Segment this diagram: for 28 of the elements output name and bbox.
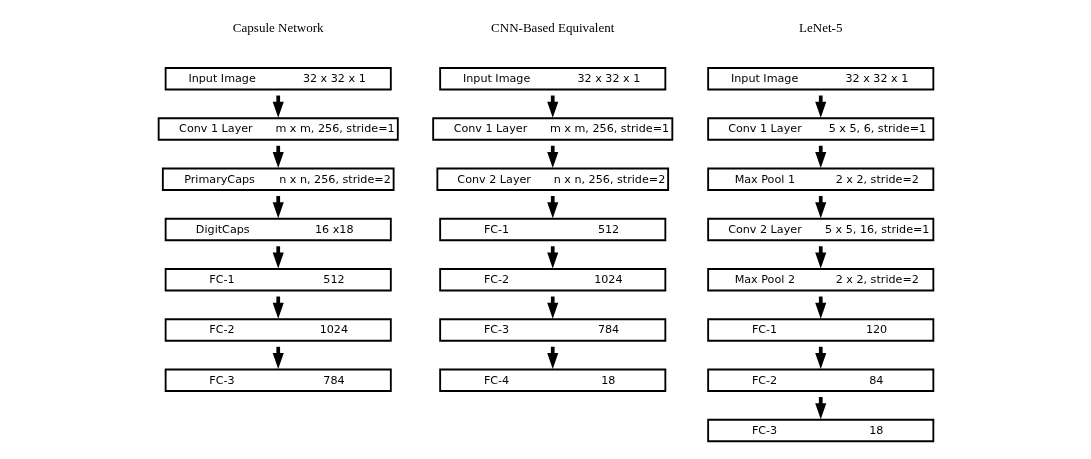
arrow <box>814 246 826 269</box>
arrow <box>272 246 284 269</box>
node-box: FC-3 784 <box>164 368 392 392</box>
node-box: Conv 1 Layer 5 x 5, 6, stride=1 <box>706 117 934 141</box>
node-box: FC-3 784 <box>438 318 666 342</box>
label: Capsule Network <box>232 19 324 35</box>
node-box: FC-2 84 <box>706 368 934 392</box>
label: CNN-Based Equivalent <box>490 19 614 35</box>
node-box: FC-2 1024 <box>438 268 666 292</box>
node-box: Conv 1 Layer m x m, 256, stride=1 <box>157 117 399 141</box>
node-box: Input Image 32 x 32 x 1 <box>438 67 666 91</box>
node-box: Max Pool 1 2 x 2, stride=2 <box>706 167 934 191</box>
node-box: Input Image 32 x 32 x 1 <box>164 67 392 91</box>
node-box: FC-4 18 <box>438 368 666 392</box>
node-box: Conv 2 Layer n x n, 256, stride=2 <box>435 167 669 191</box>
node-box: Conv 1 Layer m x m, 256, stride=1 <box>431 117 673 141</box>
node-box: FC-1 512 <box>164 268 392 292</box>
node-box: DigitCaps 16 x18 <box>164 217 392 242</box>
arrow <box>546 246 558 269</box>
node-box: FC-1 120 <box>706 318 934 342</box>
node-box: Max Pool 2 2 x 2, stride=2 <box>706 268 934 292</box>
node-box: FC-1 512 <box>438 217 666 242</box>
node-box: Conv 2 Layer 5 x 5, 16, stride=1 <box>706 217 934 242</box>
label: LeNet-5 <box>798 19 842 35</box>
node-box: FC-2 1024 <box>164 318 392 342</box>
node-box: FC-3 18 <box>706 418 934 443</box>
node-box: PrimaryCaps n x n, 256, stride=2 <box>161 167 395 191</box>
node-box: Input Image 32 x 32 x 1 <box>706 67 934 91</box>
